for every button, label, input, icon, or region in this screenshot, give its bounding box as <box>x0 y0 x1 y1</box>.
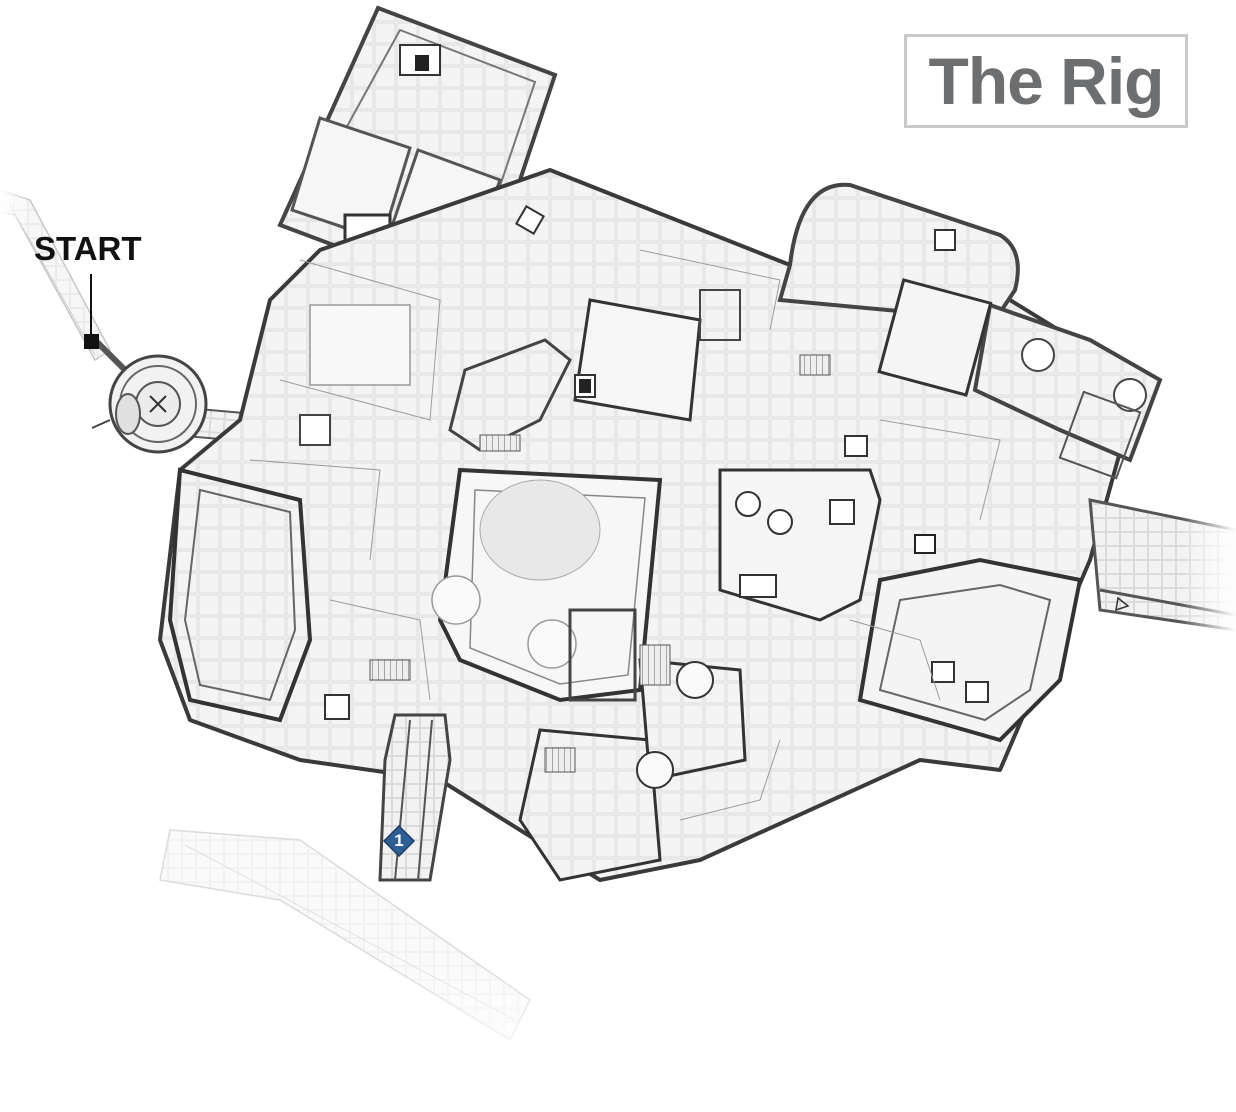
rig-detail-lines <box>249 249 1001 821</box>
start-label: START <box>34 230 142 267</box>
waypoint-marker-1[interactable]: 1 <box>383 825 415 857</box>
rig-main-structure <box>158 5 1236 882</box>
waypoint-number: 1 <box>394 831 404 850</box>
start-helipad <box>91 337 273 454</box>
start-marker <box>84 334 99 349</box>
start-pointer-line <box>90 274 92 336</box>
map-title: The Rig <box>928 44 1165 118</box>
diamond-marker-icon <box>383 825 415 857</box>
map-title-box: The Rig <box>904 34 1188 128</box>
